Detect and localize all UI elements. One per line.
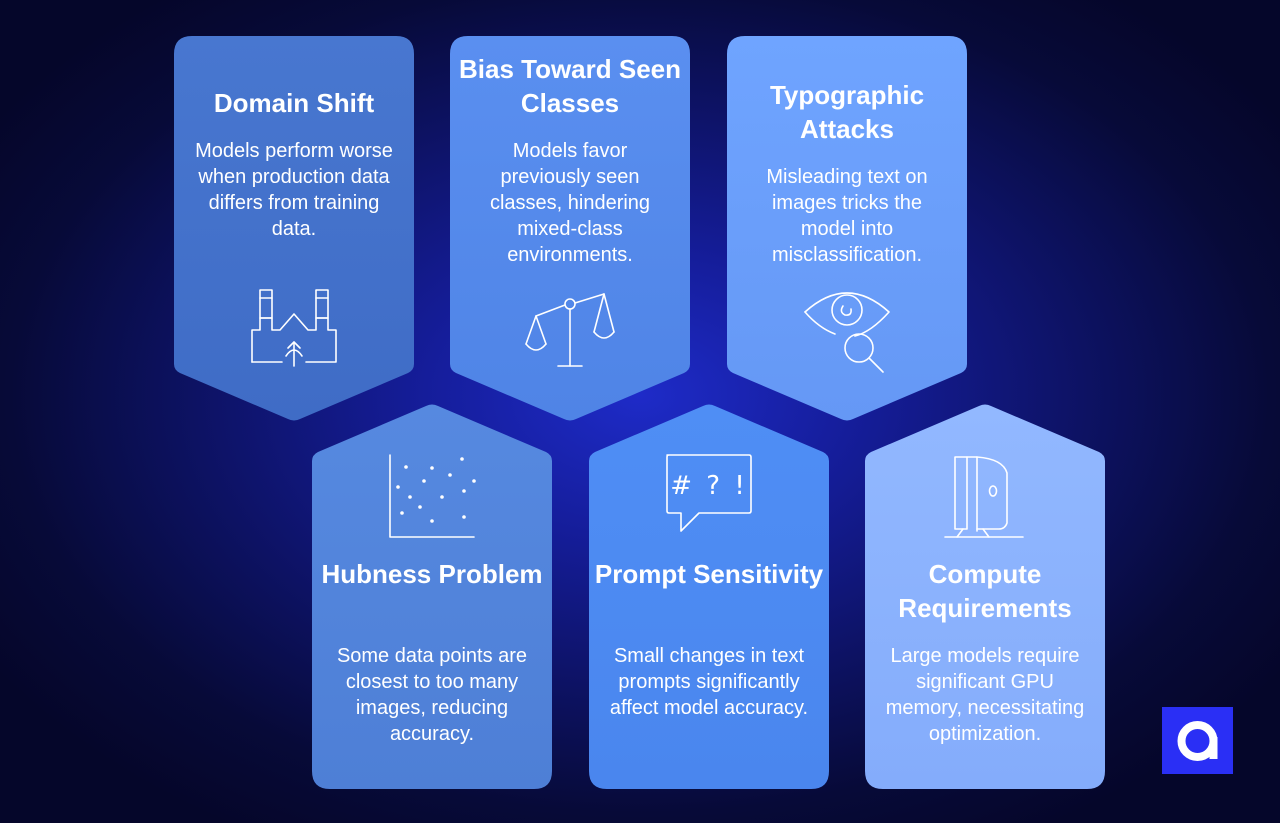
card-bias-toward-seen-classes: Bias Toward Seen Classes Models favor pr… xyxy=(450,36,690,422)
card-hubness-problem: Hubness Problem Some data points are clo… xyxy=(312,403,552,789)
card-shape-up xyxy=(865,404,1105,789)
card-prompt-sensitivity: # ? ! Prompt Sensitivity Small changes i… xyxy=(589,403,829,789)
card-title: Typographic Attacks xyxy=(769,80,925,144)
card-description: Some data points are closest to too many… xyxy=(336,645,528,745)
card-shape-down xyxy=(450,36,690,421)
card-description: Small changes in text prompts significan… xyxy=(609,645,809,719)
svg-text:# ? !: # ? ! xyxy=(670,471,748,501)
card-description: Models favor previously seen classes, hi… xyxy=(489,140,651,266)
card-title: Compute Requirements xyxy=(898,559,1072,623)
card-title: Hubness Problem xyxy=(321,559,543,589)
card-compute-requirements: Compute Requirements Large models requir… xyxy=(865,403,1105,789)
card-shape-up xyxy=(312,404,552,789)
card-domain-shift: Domain Shift Models perform worse when p… xyxy=(174,36,414,422)
card-title: Bias Toward Seen Classes xyxy=(458,54,682,118)
card-description: Models perform worse when production dat… xyxy=(195,140,393,240)
card-description: Large models require significant GPU mem… xyxy=(885,645,1085,745)
card-title: Prompt Sensitivity xyxy=(594,559,824,589)
brand-a-logo xyxy=(1177,721,1218,761)
card-shape-up xyxy=(589,404,829,789)
brand-logo xyxy=(1162,707,1233,774)
balance-scale-icon xyxy=(522,282,618,378)
eye-magnifier-icon xyxy=(799,284,895,380)
factory-icon xyxy=(246,284,342,380)
speech-bubble-symbols-icon: # ? ! xyxy=(661,449,757,545)
card-description: Misleading text on images tricks the mod… xyxy=(766,166,928,266)
card-shape-down xyxy=(174,36,414,421)
gpu-server-icon xyxy=(937,449,1033,545)
card-title: Domain Shift xyxy=(213,88,375,118)
card-typographic-attacks: Typographic Attacks Misleading text on i… xyxy=(727,36,967,422)
card-shape-down xyxy=(727,36,967,421)
scatter-plot-icon xyxy=(384,451,480,547)
